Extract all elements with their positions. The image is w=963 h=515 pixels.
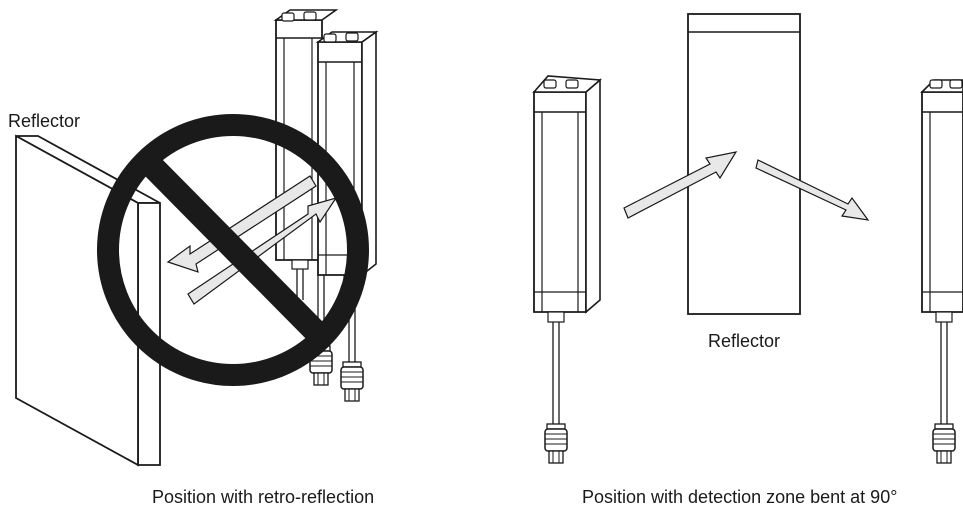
right-caption: Position with detection zone bent at 90° <box>582 487 898 507</box>
prohibition-icon <box>97 114 369 386</box>
retro-reflection-beams <box>166 175 338 305</box>
right-emitter-sensor <box>532 75 602 464</box>
left-reflector-label: Reflector <box>8 111 81 131</box>
right-reflector-panel <box>687 13 801 315</box>
right-reflector-label: Reflector <box>708 331 781 351</box>
bent-detection-beams <box>623 151 870 221</box>
left-caption: Position with retro-reflection <box>152 487 375 507</box>
right-receiver-sensor <box>920 79 963 464</box>
